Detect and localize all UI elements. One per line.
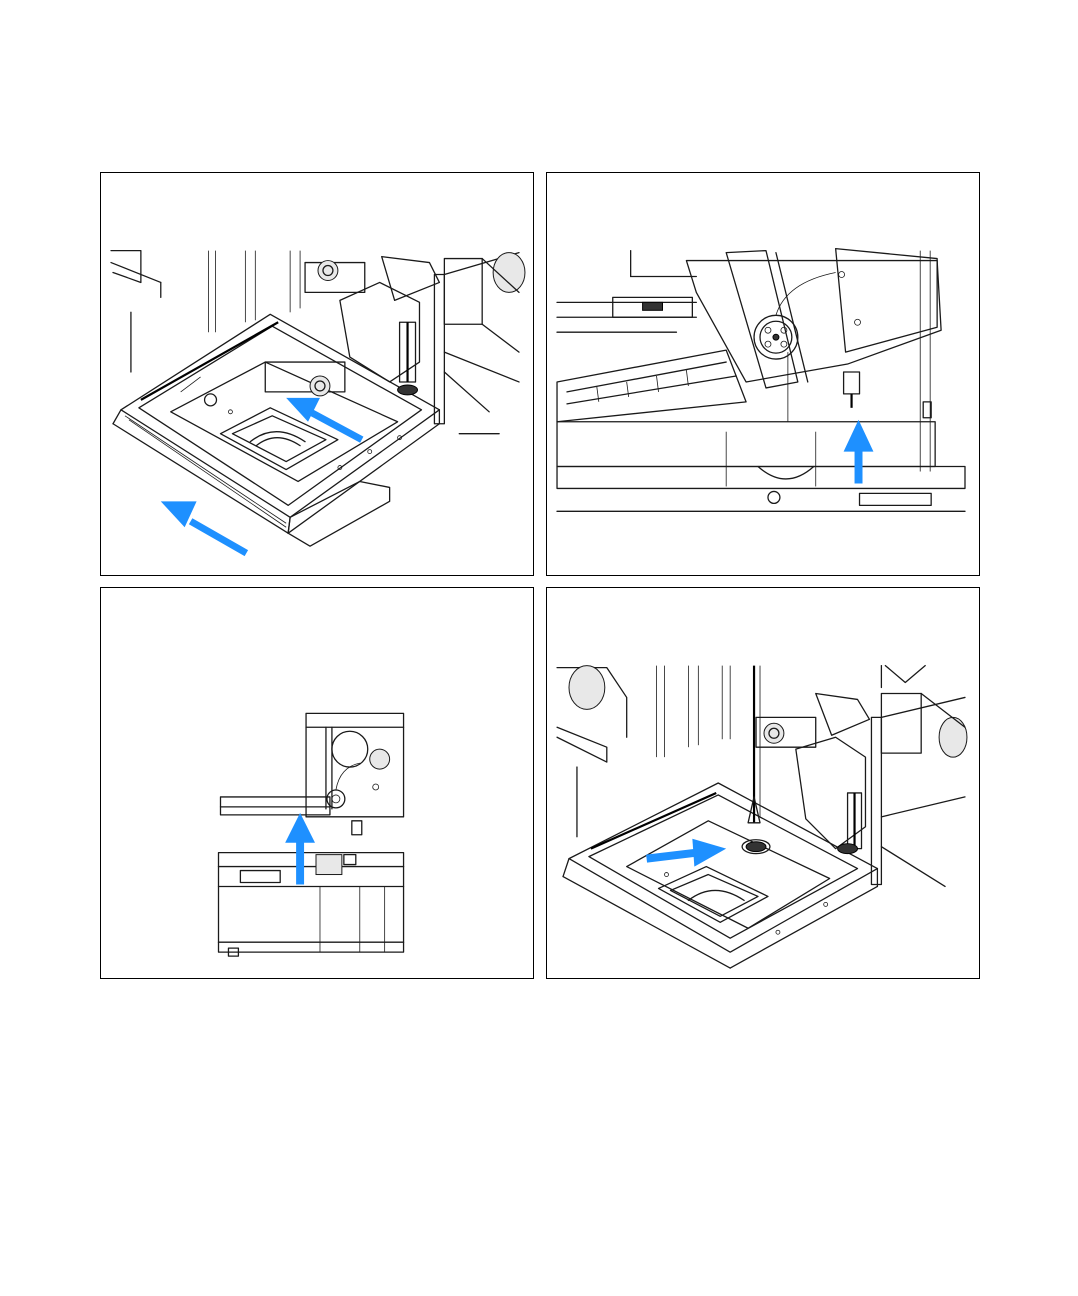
arrow-up-icon bbox=[844, 420, 874, 484]
figure-step-4 bbox=[546, 587, 980, 979]
arrow-up-left-icon bbox=[161, 501, 247, 553]
arrow-up-icon bbox=[285, 813, 315, 885]
arrow-right-icon bbox=[647, 839, 727, 867]
needle-insertion-drawing bbox=[547, 588, 979, 978]
tray-slide-out-drawing bbox=[101, 173, 533, 575]
figure-step-3 bbox=[100, 587, 534, 979]
figure-step-2 bbox=[546, 172, 980, 576]
unit-front-view-drawing bbox=[101, 588, 533, 978]
figure-step-1 bbox=[100, 172, 534, 576]
needle-assembly-drawing bbox=[547, 173, 979, 575]
